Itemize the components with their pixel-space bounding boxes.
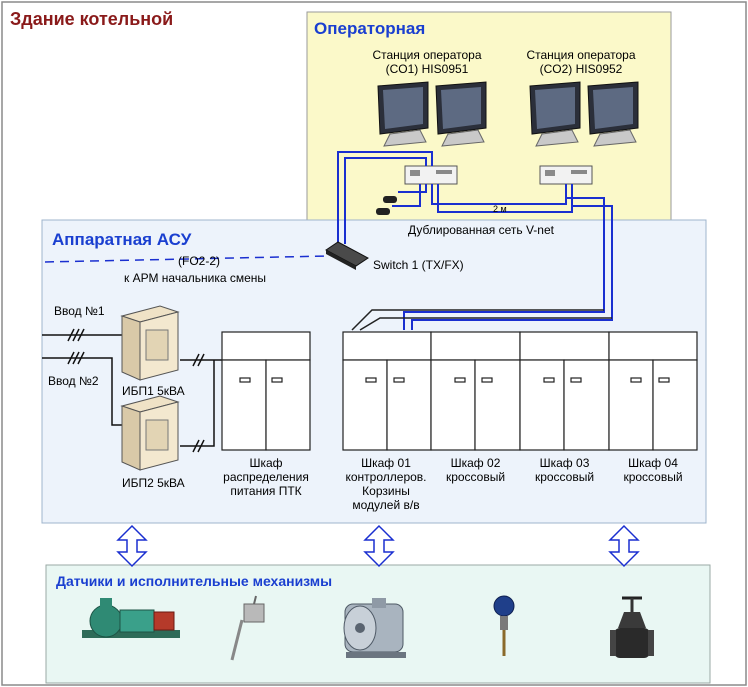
cable-length-label: 2 м <box>493 204 507 214</box>
gate-valve-icon <box>610 596 654 658</box>
cabinet-01-line3: Корзины <box>362 484 410 498</box>
fo-link-line <box>44 255 329 263</box>
arm-label: к АРМ начальника смены <box>124 271 267 285</box>
monitor-icon <box>435 81 487 147</box>
input1-label: Ввод №1 <box>54 304 105 318</box>
cabinet-01-line2: контроллеров. <box>345 470 427 484</box>
pc-unit-icon <box>404 165 458 185</box>
pressure-transmitter-icon <box>493 595 515 656</box>
cabinet-03-label: Шкаф 03 кроссовый <box>520 456 609 484</box>
cabinet-01-label: Шкаф 01 контроллеров. Корзины модулей в/… <box>330 456 442 512</box>
ups2-label: ИБП2 5кВА <box>122 476 185 490</box>
thermocouple-icon <box>230 595 265 661</box>
operator-room-title: Операторная <box>314 19 426 38</box>
ups2-icon <box>120 395 180 471</box>
electric-motor-icon <box>343 598 406 658</box>
peripheral-icon <box>376 196 397 215</box>
station2-label: Станция оператора (CO2) HIS0952 <box>508 48 654 76</box>
station2-tag: (CO2) HIS0952 <box>539 62 623 76</box>
cabinet-03 <box>519 331 610 451</box>
station1-tag: (CO1) HIS0951 <box>385 62 469 76</box>
cabinet-02 <box>430 331 521 451</box>
cabinet-01-line4: модулей в/в <box>352 498 420 512</box>
control-room-title: Аппаратная АСУ <box>52 230 192 249</box>
cabinet-02-label: Шкаф 02 кроссовый <box>431 456 520 484</box>
fo-label: (FO2-2) <box>178 254 220 268</box>
double-arrow-icon <box>116 524 148 568</box>
monitor-icon <box>377 81 429 147</box>
cabinet-04 <box>608 331 698 451</box>
building-title: Здание котельной <box>10 9 174 29</box>
cabinet-03-line1: Шкаф 03 <box>539 456 590 470</box>
station2-name: Станция оператора <box>526 48 636 62</box>
pc-unit-icon <box>539 165 593 185</box>
vnet-cabling <box>337 151 613 330</box>
cabinet-power-line1: Шкаф <box>249 456 283 470</box>
cabinet-power-label: Шкаф распределения питания ПТК <box>210 456 322 498</box>
double-arrow-icon <box>608 524 640 568</box>
monitor-icon <box>529 81 581 147</box>
switch-icon <box>325 241 369 270</box>
cabinet-uplink <box>351 309 612 331</box>
field-devices-title: Датчики и исполнительные механизмы <box>56 573 333 589</box>
station1-name: Станция оператора <box>372 48 482 62</box>
cabinet-01 <box>342 331 432 451</box>
input2-label: Ввод №2 <box>48 374 99 388</box>
ups1-label: ИБП1 5кВА <box>122 384 185 398</box>
cabinet-03-line2: кроссовый <box>534 470 595 484</box>
cabinet-01-line1: Шкаф 01 <box>361 456 411 470</box>
power-input-lines <box>42 328 222 453</box>
cabinet-04-line1: Шкаф 04 <box>628 456 678 470</box>
cabinet-04-label: Шкаф 04 кроссовый <box>609 456 697 484</box>
cabinet-04-line2: кроссовый <box>623 470 683 484</box>
ups1-icon <box>120 305 180 381</box>
double-arrow-icon <box>363 524 395 568</box>
cabinet-02-line1: Шкаф 02 <box>450 456 501 470</box>
pump-icon <box>82 598 180 638</box>
cabinet-power <box>221 331 311 451</box>
cabinet-02-line2: кроссовый <box>445 470 506 484</box>
cabinet-power-line2: распределения <box>223 470 309 484</box>
station1-label: Станция оператора (CO1) HIS0951 <box>354 48 500 76</box>
monitor-icon <box>587 81 639 147</box>
vnet-label: Дублированная сеть V-net <box>408 223 554 237</box>
cabinet-power-line3: питания ПТК <box>230 484 302 498</box>
switch-label: Switch 1 (TX/FX) <box>373 258 464 272</box>
